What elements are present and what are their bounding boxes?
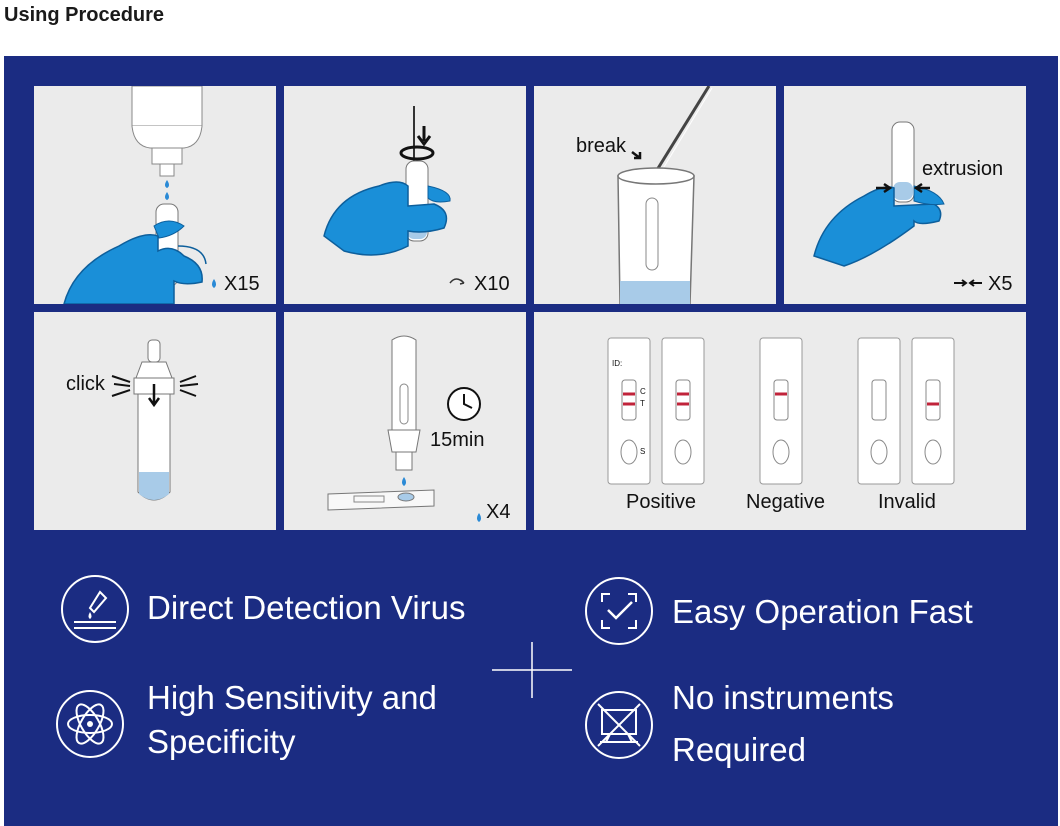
step-2-count: X10: [474, 273, 510, 295]
atom-icon: [54, 688, 126, 765]
cassette-c-mark: C: [640, 387, 646, 396]
step-3-panel: break: [534, 86, 776, 304]
check-frame-icon: [584, 576, 654, 651]
step-3-label: break: [576, 135, 627, 157]
feature-high-sensitivity-line1: High Sensitivity and: [147, 679, 437, 716]
feature-direct-detection: Direct Detection Virus: [147, 589, 466, 626]
step-5-label: click: [66, 373, 105, 395]
results-panel: ID: C T S Positive Negative Invalid: [534, 312, 1026, 530]
result-invalid-label: Invalid: [878, 491, 936, 513]
pipette-sample-icon: [60, 574, 130, 649]
feature-no-instruments-line1: No instruments: [672, 679, 894, 716]
cassette-id-label: ID:: [612, 359, 623, 368]
step-4-illustration: [813, 121, 982, 287]
step-1-illustration: [63, 86, 216, 304]
cassette-t-mark: T: [640, 399, 645, 408]
step-2-panel: X10: [284, 86, 526, 304]
step-2-illustration: [323, 106, 465, 285]
plus-divider: [492, 642, 572, 698]
no-instrument-icon: [584, 690, 654, 765]
step-6-count: X4: [486, 501, 511, 523]
step-4-label: extrusion: [922, 158, 1004, 180]
cassette-s-mark: S: [640, 447, 646, 456]
feature-easy-operation: Easy Operation Fast: [672, 593, 973, 630]
feature-high-sensitivity-line2: Specificity: [147, 723, 296, 760]
step-4-count: X5: [988, 273, 1013, 295]
drop-icon: [477, 513, 481, 522]
procedure-banner: X15 X10 break: [4, 56, 1058, 826]
step-5-illustration: [111, 339, 199, 501]
squeeze-icon: [954, 279, 982, 287]
step-5-panel: click: [34, 312, 276, 530]
result-negative-label: Negative: [746, 491, 825, 513]
step-4-panel: extrusion X5: [784, 86, 1026, 304]
step-1-count: X15: [224, 273, 260, 295]
drop-icon: [212, 279, 216, 288]
step-1-panel: X15: [34, 86, 276, 304]
result-positive-label: Positive: [626, 491, 697, 513]
section-heading: Using Procedure: [4, 4, 165, 26]
step-6-illustration: [327, 335, 481, 522]
step-6-time: 15min: [430, 429, 485, 451]
step-3-illustration: [617, 86, 713, 304]
break-arrow-icon: [631, 151, 642, 160]
step-6-panel: 15min X4: [284, 312, 526, 530]
rotate-icon: [449, 278, 465, 285]
results-illustration: [607, 337, 955, 485]
feature-no-instruments-line2: Required: [672, 731, 806, 768]
